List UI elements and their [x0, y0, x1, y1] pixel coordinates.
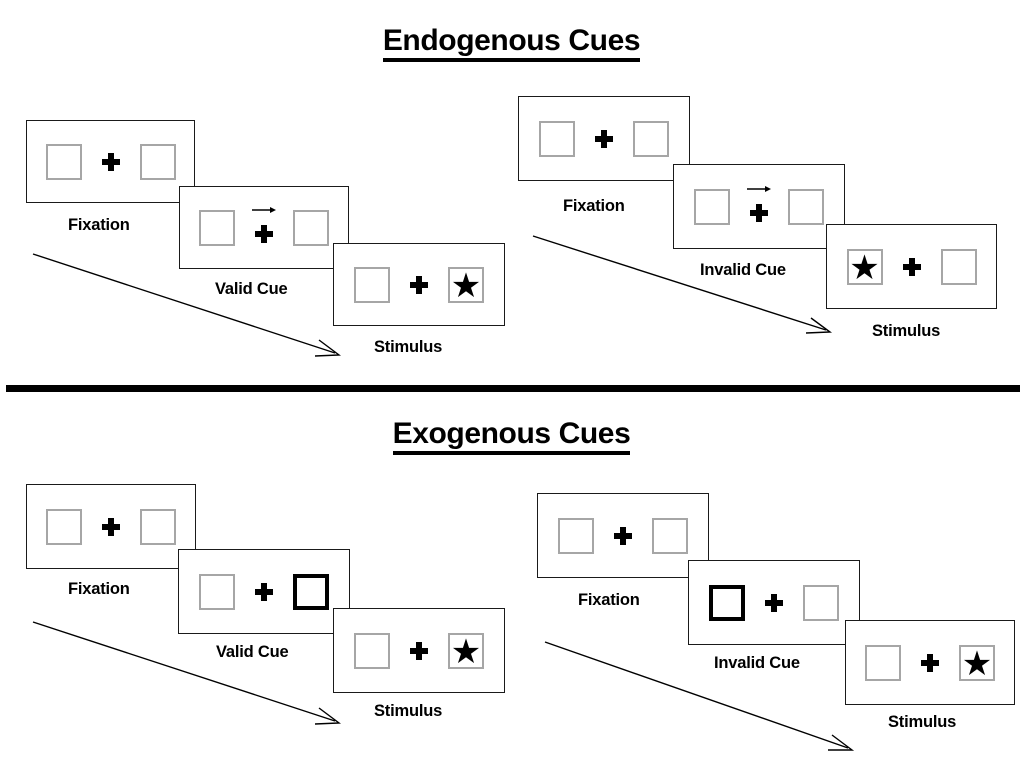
frame-content: [694, 184, 824, 230]
fixation-center: [589, 116, 619, 162]
fixation-cross-icon: [102, 517, 120, 536]
left-cued-box: [709, 584, 745, 621]
frame-endogenous-valid-stimulus[interactable]: ★: [333, 243, 505, 326]
caption-endogenous-invalid-stimulus: Stimulus: [872, 322, 941, 340]
caption-exogenous-invalid-fixation: Fixation: [578, 591, 640, 609]
fixation-center: [404, 262, 434, 308]
left-placeholder-box: [199, 209, 235, 246]
frame-endogenous-invalid-fixation[interactable]: [518, 96, 690, 181]
frame-exogenous-invalid-cue[interactable]: [688, 560, 860, 645]
fixation-cross-icon: [750, 203, 768, 222]
right-placeholder-box: [940, 248, 977, 285]
right-target-box: ★: [448, 632, 484, 669]
fixation-cross-icon: [614, 526, 632, 545]
right-target-box: ★: [959, 644, 995, 681]
right-target-box: ★: [448, 266, 484, 303]
fixation-center-with-cue: [744, 184, 774, 230]
section-title-endogenous: Endogenous Cues: [0, 24, 1023, 62]
fixation-center: [96, 139, 126, 185]
right-placeholder-box: [652, 517, 688, 554]
caption-endogenous-valid-fixation: Fixation: [68, 216, 130, 234]
frame-content: [539, 116, 669, 162]
left-placeholder-box: [694, 188, 730, 225]
fixation-cross-icon: [921, 653, 939, 672]
fixation-cross-icon: [410, 275, 428, 294]
frame-content: ★: [846, 244, 977, 290]
section-title-exogenous-text: Exogenous Cues: [392, 418, 631, 455]
frame-content: [558, 513, 688, 559]
fixation-center: [249, 569, 279, 615]
right-placeholder-box: [803, 584, 839, 621]
fixation-center: [404, 628, 434, 674]
frame-content: [45, 139, 176, 185]
frame-content: [199, 569, 329, 615]
caption-endogenous-invalid-fixation: Fixation: [563, 197, 625, 215]
right-placeholder-box: [293, 209, 329, 246]
left-placeholder-box: [199, 573, 235, 610]
right-cued-box: [293, 573, 329, 610]
fixation-center: [608, 513, 638, 559]
left-placeholder-box: [865, 644, 901, 681]
fixation-center-with-cue: [249, 205, 279, 251]
section-divider: [6, 385, 1020, 392]
caption-endogenous-valid-cue: Valid Cue: [215, 280, 288, 298]
fixation-cross-icon: [595, 129, 613, 148]
frame-exogenous-invalid-stimulus[interactable]: ★: [845, 620, 1015, 705]
right-arrow-icon: [747, 185, 771, 192]
time-arrow-exogenous-valid: [32, 621, 341, 725]
fixation-cross-icon: [902, 257, 921, 276]
caption-exogenous-valid-stimulus: Stimulus: [374, 702, 443, 720]
left-placeholder-box: [558, 517, 594, 554]
frame-exogenous-valid-stimulus[interactable]: ★: [333, 608, 505, 693]
fixation-center: [915, 640, 945, 686]
caption-exogenous-valid-cue: Valid Cue: [216, 643, 289, 661]
right-arrow-icon: [252, 206, 276, 213]
fixation-cross-icon: [255, 224, 273, 243]
left-target-box: ★: [846, 248, 883, 285]
frame-endogenous-invalid-cue[interactable]: [673, 164, 845, 249]
caption-endogenous-valid-stimulus: Stimulus: [374, 338, 443, 356]
frame-content: [199, 205, 329, 251]
left-placeholder-box: [46, 508, 82, 545]
caption-exogenous-invalid-cue: Invalid Cue: [714, 654, 800, 672]
right-placeholder-box: [140, 508, 176, 545]
left-placeholder-box: [45, 143, 82, 180]
frame-exogenous-invalid-fixation[interactable]: [537, 493, 709, 578]
right-placeholder-box: [139, 143, 176, 180]
frame-content: ★: [354, 628, 484, 674]
frame-endogenous-valid-cue[interactable]: [179, 186, 349, 269]
frame-exogenous-valid-fixation[interactable]: [26, 484, 196, 569]
time-arrow-exogenous-invalid: [544, 641, 855, 751]
caption-exogenous-valid-fixation: Fixation: [68, 580, 130, 598]
frame-content: ★: [865, 640, 995, 686]
fixation-cross-icon: [765, 593, 783, 612]
fixation-cross-icon: [101, 152, 120, 171]
frame-exogenous-valid-cue[interactable]: [178, 549, 350, 634]
fixation-center: [759, 580, 789, 626]
frame-endogenous-invalid-stimulus[interactable]: ★: [826, 224, 997, 309]
left-placeholder-box: [354, 266, 390, 303]
frame-content: ★: [354, 262, 484, 308]
section-title-endogenous-text: Endogenous Cues: [382, 25, 641, 62]
right-placeholder-box: [788, 188, 824, 225]
fixation-cross-icon: [410, 641, 428, 660]
frame-content: [46, 504, 176, 550]
frame-content: [709, 580, 839, 626]
fixation-center: [897, 244, 927, 290]
section-title-exogenous: Exogenous Cues: [0, 417, 1023, 455]
frame-endogenous-valid-fixation[interactable]: [26, 120, 195, 203]
caption-exogenous-invalid-stimulus: Stimulus: [888, 713, 957, 731]
left-placeholder-box: [539, 120, 575, 157]
left-placeholder-box: [354, 632, 390, 669]
caption-endogenous-invalid-cue: Invalid Cue: [700, 261, 786, 279]
fixation-cross-icon: [255, 582, 273, 601]
fixation-center: [96, 504, 126, 550]
right-placeholder-box: [633, 120, 669, 157]
